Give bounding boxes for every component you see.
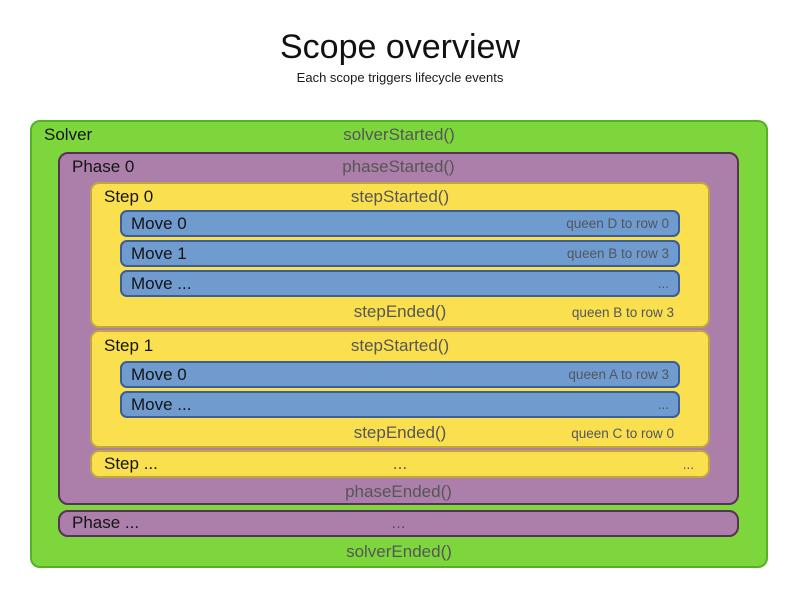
step-0-header-row: Step 0 stepStarted() xyxy=(92,186,708,210)
phase-0-ended-row: phaseEnded() xyxy=(60,481,737,505)
step-1-ended-row: stepEnded() queen C to row 0 xyxy=(92,422,708,446)
move-row: Move 1 queen B to row 3 xyxy=(120,240,680,267)
phase-more-label: Phase ... xyxy=(72,513,140,532)
move-row: Move ... ... xyxy=(120,270,680,297)
diagram-subtitle: Each scope triggers lifecycle events xyxy=(296,70,504,85)
step-1-label: Step 1 xyxy=(104,336,154,355)
move-label: Move ... xyxy=(131,395,192,414)
move-label: Move 0 xyxy=(131,365,187,384)
move-detail: queen D to row 0 xyxy=(566,216,669,231)
solver-started-event: solverStarted() xyxy=(343,125,455,144)
move-label: Move ... xyxy=(131,274,192,293)
step-0-label: Step 0 xyxy=(104,187,154,206)
phase-0-header-row: Phase 0 phaseStarted() xyxy=(60,156,737,180)
step-1-started-event: stepStarted() xyxy=(350,336,450,355)
solver-label: Solver xyxy=(44,125,93,144)
step-1-header-row: Step 1 stepStarted() xyxy=(92,335,708,359)
phase-more-center-ellipsis: ... xyxy=(391,513,406,532)
phase-more-scope-box: Phase ... ... xyxy=(58,510,739,537)
step-1-ended-event: stepEnded() xyxy=(353,423,447,442)
phase-0-scope-box: Phase 0 phaseStarted() Step 0 stepStarte… xyxy=(58,152,739,505)
solver-scope-box: Solver solverStarted() Phase 0 phaseStar… xyxy=(30,120,768,568)
move-label: Move 1 xyxy=(131,244,187,263)
solver-ended-event: solverEnded() xyxy=(346,542,452,561)
phase-0-ended-event: phaseEnded() xyxy=(345,482,452,501)
move-row: Move 0 queen D to row 0 xyxy=(120,210,680,237)
move-row: Move 0 queen A to row 3 xyxy=(120,361,680,388)
step-0-ended-event: stepEnded() xyxy=(353,302,447,321)
move-detail: ... xyxy=(657,397,669,412)
solver-header-row: Solver solverStarted() xyxy=(32,124,766,148)
step-more-row: Step ... ... ... xyxy=(92,453,708,477)
move-label: Move 0 xyxy=(131,214,187,233)
diagram-title: Scope overview xyxy=(279,28,520,66)
step-more-scope-box: Step ... ... ... xyxy=(90,450,710,478)
step-1-scope-box: Step 1 stepStarted() Move 0 queen A to r… xyxy=(90,330,710,448)
phase-0-label: Phase 0 xyxy=(72,157,135,176)
move-row: Move ... ... xyxy=(120,391,680,418)
move-detail: queen B to row 3 xyxy=(566,246,669,261)
step-0-ended-detail: queen B to row 3 xyxy=(571,305,674,320)
step-0-started-event: stepStarted() xyxy=(350,187,450,206)
step-0-scope-box: Step 0 stepStarted() Move 0 queen D to r… xyxy=(90,182,710,328)
phase-more-row: Phase ... ... xyxy=(60,512,737,536)
move-detail: queen A to row 3 xyxy=(568,367,669,382)
move-detail: ... xyxy=(657,276,669,291)
phase-0-started-event: phaseStarted() xyxy=(342,157,455,176)
step-more-right-ellipsis: ... xyxy=(682,457,694,472)
solver-ended-row: solverEnded() xyxy=(32,541,766,565)
step-0-ended-row: stepEnded() queen B to row 3 xyxy=(92,301,708,325)
step-1-ended-detail: queen C to row 0 xyxy=(571,426,674,441)
step-more-label: Step ... xyxy=(104,454,158,473)
step-more-center-ellipsis: ... xyxy=(392,454,408,473)
